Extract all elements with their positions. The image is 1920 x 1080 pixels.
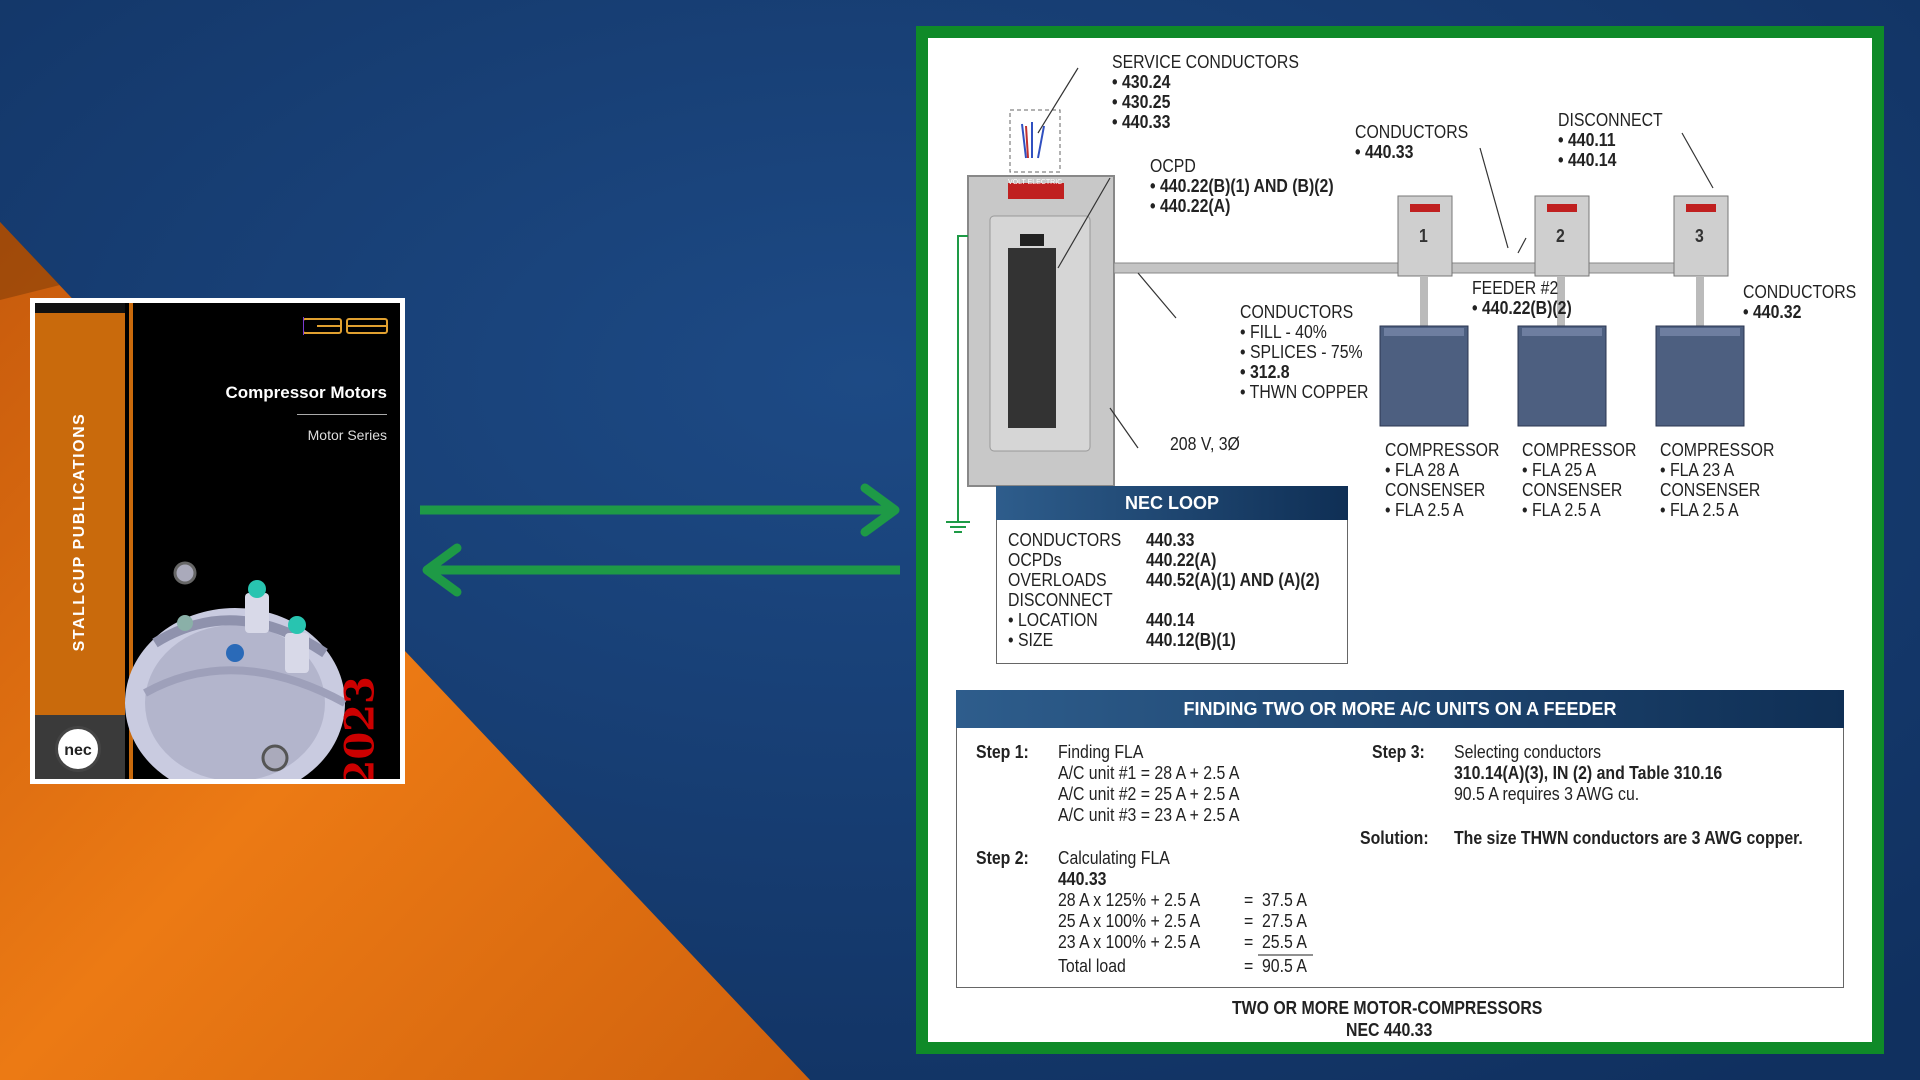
nec-loop-label-ocpds: OCPDs <box>1008 550 1062 570</box>
nec-loop-label-disconnect: DISCONNECT <box>1008 590 1113 610</box>
book-subtitle: Motor Series <box>307 427 387 443</box>
nec-loop-label-size: • SIZE <box>1008 630 1054 650</box>
caption-line-1: TWO OR MORE MOTOR-COMPRESSORS <box>1232 998 1543 1018</box>
step2-row-3-expr: 23 A x 100% + 2.5 A <box>1058 932 1201 952</box>
step1-title: Finding FLA <box>1058 742 1144 762</box>
step2-title: Calculating FLA <box>1058 848 1170 868</box>
unit-1-fla: • FLA 28 A <box>1385 460 1460 480</box>
conductors-mid-ref: • 312.8 <box>1240 362 1290 382</box>
feeder-ref: • 440.22(B)(2) <box>1472 298 1572 318</box>
step2-row-1-val: 37.5 A <box>1262 890 1307 910</box>
service-ref-1: • 430.24 <box>1112 72 1171 92</box>
disconnect-title: DISCONNECT <box>1558 110 1663 130</box>
step3-label: Step 3: <box>1372 742 1425 762</box>
voltage-label: 208 V, 3Ø <box>1170 434 1240 454</box>
step2-row-4-expr: Total load <box>1058 956 1126 976</box>
unit-2-condenser-fla: • FLA 2.5 A <box>1522 500 1601 520</box>
nec-loop-label-overloads: OVERLOADS <box>1008 570 1107 590</box>
wiring-diagram <box>946 67 1745 956</box>
publisher-label: STALLCUP PUBLICATIONS <box>71 412 88 652</box>
step1-line-1: A/C unit #1 = 28 A + 2.5 A <box>1058 763 1240 783</box>
solution-text: The size THWN conductors are 3 AWG coppe… <box>1454 828 1803 848</box>
arrows <box>420 483 900 597</box>
step2-row-3-eq: = <box>1244 932 1254 952</box>
step2-row-4-val: 90.5 A <box>1262 956 1307 976</box>
ocpd-title: OCPD <box>1150 156 1196 176</box>
nec-loop-label-conductors: CONDUCTORS <box>1008 530 1122 550</box>
solution-label: Solution: <box>1360 828 1429 848</box>
unit-3-fla: • FLA 23 A <box>1660 460 1735 480</box>
nec-loop-value-size: 440.12(B)(1) <box>1146 630 1236 650</box>
conductors-top-title: CONDUCTORS <box>1355 122 1469 142</box>
ocpd-ref-1: • 440.22(B)(1) AND (B)(2) <box>1150 176 1334 196</box>
step2-row-1-eq: = <box>1244 890 1254 910</box>
unit-2-condenser: CONSENSER <box>1522 480 1623 500</box>
compressor-image <box>125 561 347 779</box>
nec-logo-icon: nec <box>55 726 101 772</box>
service-conductors-title: SERVICE CONDUCTORS <box>1112 52 1299 72</box>
step2-row-1-expr: 28 A x 125% + 2.5 A <box>1058 890 1201 910</box>
nec-loop-value-overloads: 440.52(A)(1) AND (A)(2) <box>1146 570 1320 590</box>
conductors-mid-thwn: • THWN COPPER <box>1240 382 1369 402</box>
conductors-right-ref: • 440.32 <box>1743 302 1802 322</box>
unit-1-condenser-fla: • FLA 2.5 A <box>1385 500 1464 520</box>
conductors-mid-splices: • SPLICES - 75% <box>1240 342 1363 362</box>
step1-label: Step 1: <box>976 742 1029 762</box>
panel-brand-label: VOLT ELECTRIC <box>1008 179 1063 186</box>
nec-loop-title: NEC LOOP <box>996 486 1348 520</box>
book-year: 2023 <box>336 676 384 779</box>
finding-title: FINDING TWO OR MORE A/C UNITS ON A FEEDE… <box>956 690 1844 728</box>
step2-row-2-eq: = <box>1244 911 1254 931</box>
step2-label: Step 2: <box>976 848 1029 868</box>
diagram-panel: SERVICE CONDUCTORS • 430.24 • 430.25 • 4… <box>916 26 1884 1054</box>
arrow-right-icon <box>420 483 900 537</box>
step2-row-4-eq: = <box>1244 956 1254 976</box>
step3-ref: 310.14(A)(3), IN (2) and Table 310.16 <box>1454 763 1723 783</box>
arrow-left-icon <box>422 543 900 597</box>
conductors-mid-title: CONDUCTORS <box>1240 302 1354 322</box>
service-ref-3: • 440.33 <box>1112 112 1171 132</box>
gb-logo-icon <box>303 317 388 335</box>
disconnect-number-2: 2 <box>1556 226 1565 246</box>
unit-3-compressor: COMPRESSOR <box>1660 440 1775 460</box>
step2-ref: 440.33 <box>1058 869 1107 889</box>
unit-3-condenser-fla: • FLA 2.5 A <box>1660 500 1739 520</box>
disconnect-ref-1: • 440.11 <box>1558 130 1616 150</box>
nec-loop-value-conductors: 440.33 <box>1146 530 1195 550</box>
unit-1-compressor: COMPRESSOR <box>1385 440 1500 460</box>
step3-title: Selecting conductors <box>1454 742 1602 762</box>
book-title: Compressor Motors <box>225 383 387 402</box>
nec-loop-value-ocpds: 440.22(A) <box>1146 550 1217 570</box>
book-cover: STALLCUP PUBLICATIONS nec Compressor Mot… <box>30 298 405 784</box>
caption-line-2: NEC 440.33 <box>1346 1020 1433 1040</box>
disconnect-number-1: 1 <box>1419 226 1428 246</box>
step2-row-2-val: 27.5 A <box>1262 911 1307 931</box>
conductors-right-title: CONDUCTORS <box>1743 282 1857 302</box>
unit-3-condenser: CONSENSER <box>1660 480 1761 500</box>
step2-row-3-val: 25.5 A <box>1262 932 1307 952</box>
nec-logo-text: nec <box>64 742 92 759</box>
conductors-top-ref: • 440.33 <box>1355 142 1414 162</box>
ocpd-ref-2: • 440.22(A) <box>1150 196 1231 216</box>
service-ref-2: • 430.25 <box>1112 92 1171 112</box>
step3-line: 90.5 A requires 3 AWG cu. <box>1454 784 1640 804</box>
disconnect-number-3: 3 <box>1695 226 1704 246</box>
nec-loop-label-location: • LOCATION <box>1008 610 1098 630</box>
step1-line-2: A/C unit #2 = 25 A + 2.5 A <box>1058 784 1240 804</box>
book-spine <box>35 303 125 779</box>
unit-1-condenser: CONSENSER <box>1385 480 1486 500</box>
unit-2-fla: • FLA 25 A <box>1522 460 1597 480</box>
conductors-mid-fill: • FILL - 40% <box>1240 322 1327 342</box>
step1-line-3: A/C unit #3 = 23 A + 2.5 A <box>1058 805 1240 825</box>
step2-row-2-expr: 25 A x 100% + 2.5 A <box>1058 911 1201 931</box>
unit-2-compressor: COMPRESSOR <box>1522 440 1637 460</box>
disconnect-ref-2: • 440.14 <box>1558 150 1617 170</box>
feeder-title: FEEDER #2 <box>1472 278 1559 298</box>
nec-loop-value-location: 440.14 <box>1146 610 1195 630</box>
